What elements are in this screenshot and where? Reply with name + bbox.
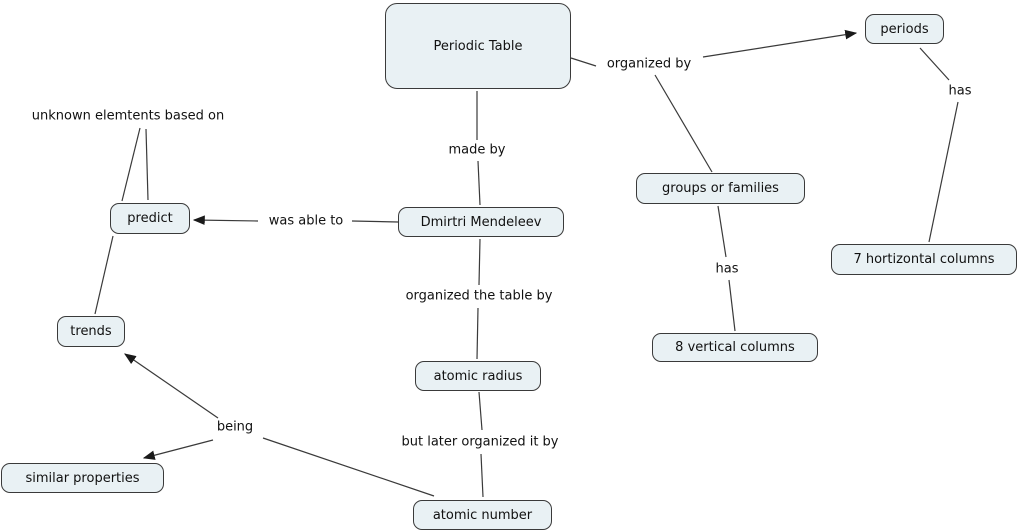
node-periods[interactable]: periods	[865, 14, 944, 44]
node-atomic-radius[interactable]: atomic radius	[415, 361, 541, 391]
edge-madeby-to-mendeleev	[477, 160, 481, 206]
edge-wasableto-to-predict	[192, 215, 259, 225]
node-predict[interactable]: predict	[110, 203, 190, 234]
link-label-has-periods[interactable]: has	[946, 83, 974, 99]
node-trends[interactable]: trends	[57, 316, 125, 347]
edge-predict-to-unknownelements-left	[121, 127, 141, 202]
node-dmirtri-mendeleev[interactable]: Dmirtri Mendeleev	[398, 207, 564, 237]
edge-being-to-trends	[124, 353, 219, 419]
edge-organizedby-to-groups	[654, 74, 713, 173]
link-label-organized-the-table-by[interactable]: organized the table by	[403, 288, 555, 304]
edge-mendeleev-to-organizedtableby	[478, 238, 481, 286]
node-8-vertical-columns[interactable]: 8 vertical columns	[652, 333, 818, 362]
edge-organizedtableby-to-atomicradius	[476, 307, 479, 360]
node-groups-or-families[interactable]: groups or families	[636, 173, 805, 204]
node-atomic-number[interactable]: atomic number	[413, 500, 552, 530]
edge-predict-to-trends	[94, 235, 114, 315]
node-similar-properties[interactable]: similar properties	[1, 463, 164, 493]
link-label-but-later-organized-it-by[interactable]: but later organized it by	[399, 434, 561, 450]
node-7-hortizontal-columns[interactable]: 7 hortizontal columns	[831, 244, 1017, 275]
edge-atomicnumber-to-being	[262, 437, 435, 497]
link-label-organized-by[interactable]: organized by	[604, 56, 694, 72]
edge-mendeleev-to-wasableto	[351, 220, 399, 223]
edge-periodictable-to-organizedby	[570, 57, 597, 67]
link-label-has-groups[interactable]: has	[713, 261, 741, 277]
link-label-being[interactable]: being	[214, 419, 256, 435]
edge-being-to-similarproperties	[142, 439, 214, 460]
edge-atomicradius-to-butlater	[478, 391, 483, 431]
edge-butlater-to-atomicnumber	[480, 453, 484, 498]
edge-periods-to-has	[919, 47, 950, 81]
edge-has-to-verticalcolumns	[728, 279, 736, 332]
edge-groups-to-has	[717, 205, 727, 258]
edge-organizedby-to-periods	[702, 29, 858, 58]
link-label-unknown-elemtents-based-on[interactable]: unknown elemtents based on	[29, 108, 227, 124]
edge-predict-to-unknownelements-right	[145, 128, 149, 201]
link-label-made-by[interactable]: made by	[446, 142, 508, 158]
link-label-was-able-to[interactable]: was able to	[266, 213, 346, 229]
edge-has-to-horizontalcolumns	[928, 101, 959, 243]
node-periodic-table[interactable]: Periodic Table	[385, 3, 571, 89]
